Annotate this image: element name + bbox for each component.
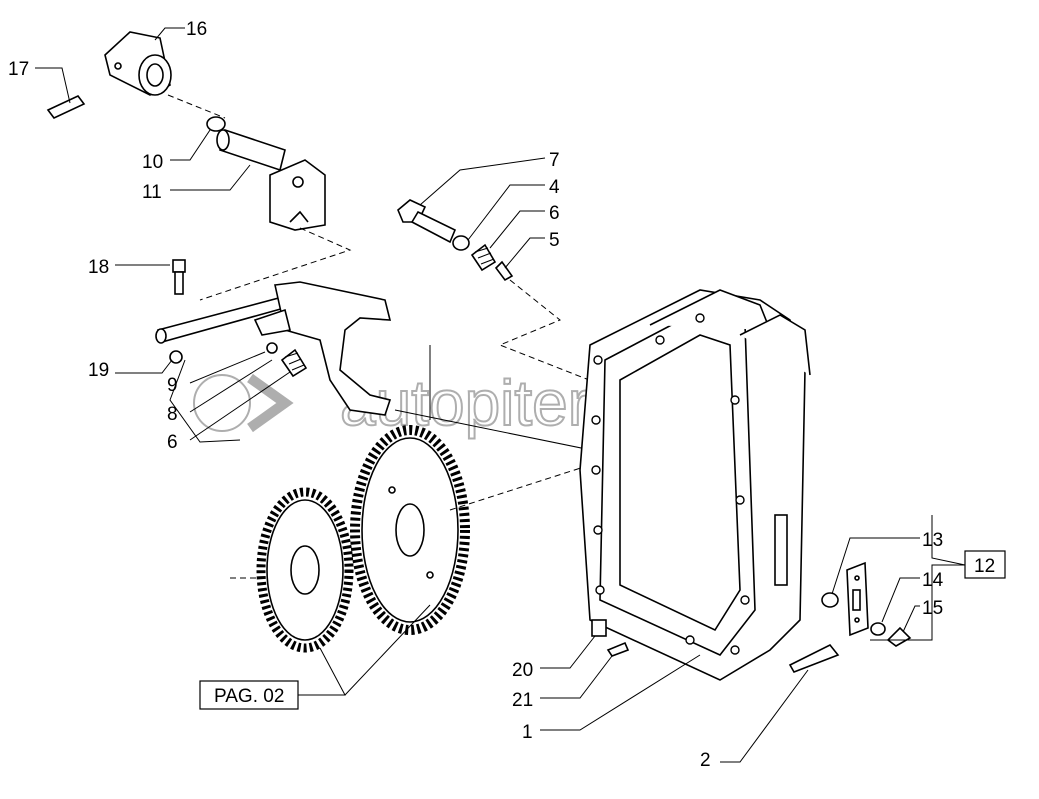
part-1-housing xyxy=(579,289,811,681)
callout-15: 15 xyxy=(922,598,943,619)
shift-fork-assembly xyxy=(155,281,392,416)
callout-12: 12 xyxy=(974,556,995,577)
callout-13: 13 xyxy=(922,530,943,551)
part-7-bolt xyxy=(397,199,457,244)
gear-left xyxy=(256,487,354,653)
callout-2: 2 xyxy=(700,750,711,771)
leader-lines xyxy=(35,27,966,763)
part-2-bolt xyxy=(788,643,840,673)
callout-10: 10 xyxy=(142,152,163,173)
part-4-washer xyxy=(452,235,470,251)
callout-4: 4 xyxy=(549,177,560,198)
part-21-stud xyxy=(606,641,630,657)
gear-right xyxy=(350,425,470,635)
part-5-pin xyxy=(494,260,514,282)
callout-21: 21 xyxy=(512,690,533,711)
part-15-screw xyxy=(886,626,912,647)
part-6-spring-upper xyxy=(470,243,497,272)
callout-8: 8 xyxy=(167,404,178,425)
callout-6-upper: 6 xyxy=(549,203,560,224)
part-17-pin xyxy=(46,95,86,119)
page-reference-box[interactable] xyxy=(199,680,299,710)
callout-12-box xyxy=(964,550,1006,579)
callout-16: 16 xyxy=(186,19,207,40)
callout-17: 17 xyxy=(8,59,29,80)
callout-14: 14 xyxy=(922,570,944,591)
part-6-spring-lower xyxy=(280,348,308,378)
callout-11: 11 xyxy=(142,182,162,203)
callout-9: 9 xyxy=(167,375,178,396)
page-reference-label[interactable]: PAG. 02 xyxy=(214,686,284,707)
callout-5: 5 xyxy=(549,230,560,251)
callout-6-lower: 6 xyxy=(167,432,178,453)
part-11-shaft-lever xyxy=(216,128,326,231)
part-10-ring xyxy=(206,116,226,132)
part-9-ball xyxy=(266,342,278,354)
part-18-bolt xyxy=(172,259,186,295)
callout-19: 19 xyxy=(88,360,109,381)
callout-18: 18 xyxy=(88,257,109,278)
part-13-washer xyxy=(821,592,839,608)
part-19-nut xyxy=(169,350,183,364)
callout-20: 20 xyxy=(512,660,533,681)
part-14-washer xyxy=(870,622,886,636)
callout-1: 1 xyxy=(522,722,533,743)
callout-7: 7 xyxy=(549,150,560,171)
part-20-dowel xyxy=(591,619,607,637)
part-12-plate xyxy=(846,561,869,637)
part-16-collar xyxy=(104,31,172,96)
